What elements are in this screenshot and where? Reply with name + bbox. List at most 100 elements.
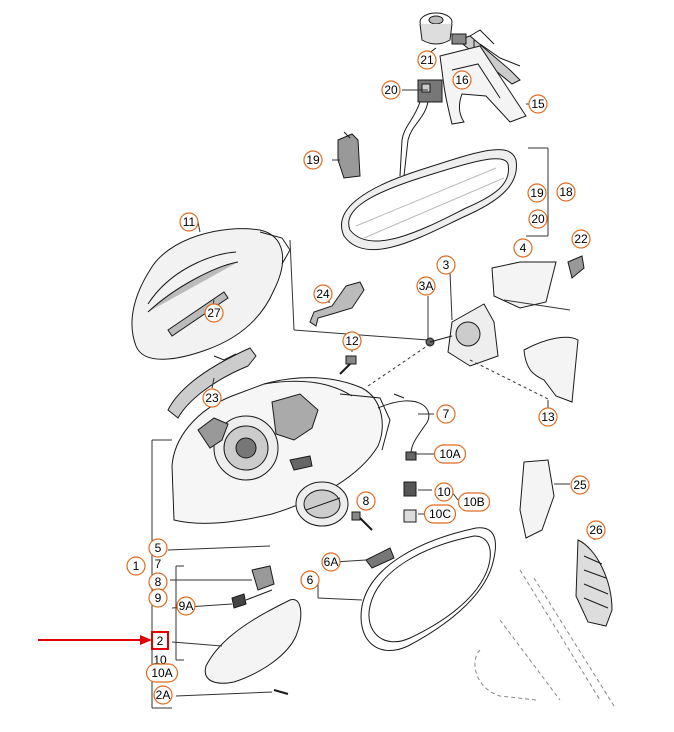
callout-badge xyxy=(528,209,548,229)
callout-c16: 16 xyxy=(452,70,472,90)
line-art xyxy=(131,12,615,709)
part-20-bracket xyxy=(399,79,443,177)
callout-label: 13 xyxy=(541,410,555,424)
callout-badge xyxy=(148,588,168,608)
callout-badge xyxy=(416,276,436,296)
callout-c2A: 2A xyxy=(153,685,173,705)
callout-c8b: 8 xyxy=(148,572,168,592)
callout-c18: 18 xyxy=(556,182,576,202)
part-2-lower-cover xyxy=(204,599,302,695)
callout-badge xyxy=(452,70,472,90)
callout-badge xyxy=(571,229,591,249)
callout-badge xyxy=(433,444,467,464)
part-6-mirror-glass xyxy=(360,527,496,651)
callout-label: 10A xyxy=(151,666,172,680)
callout-c9A: 9A xyxy=(176,596,196,616)
callout-badge xyxy=(436,404,456,424)
callout-label: 19 xyxy=(306,153,320,167)
highlight-box xyxy=(151,631,169,650)
callout-c25: 25 xyxy=(570,475,590,495)
callout-badge xyxy=(313,284,333,304)
callout-label: 18 xyxy=(559,185,573,199)
part-11-mirror-cap xyxy=(131,228,291,360)
callout-c10Ab: 10A xyxy=(145,663,179,683)
callout-badge xyxy=(423,504,457,524)
callout-badge xyxy=(303,150,323,170)
callout-label: 7 xyxy=(443,407,450,421)
callout-label: 10 xyxy=(437,485,451,499)
callout-c10A: 10A xyxy=(433,444,467,464)
callout-label: 27 xyxy=(207,306,221,320)
callout-label: 20 xyxy=(531,212,545,226)
callout-c3: 3 xyxy=(436,255,456,275)
callout-c8a: 8 xyxy=(356,491,376,511)
callout-c27: 27 xyxy=(204,303,224,323)
callout-c19a: 19 xyxy=(303,150,323,170)
part-7-cable xyxy=(377,393,430,523)
callout-c10a: 10 xyxy=(434,482,454,502)
callout-c13: 13 xyxy=(538,407,558,427)
callout-label: 12 xyxy=(345,334,359,348)
callout-c1: 1 xyxy=(126,556,146,576)
callout-label: 22 xyxy=(574,232,588,246)
callout-label: 6 xyxy=(307,573,314,587)
callout-badge xyxy=(528,94,548,114)
callout-c11: 11 xyxy=(179,212,199,232)
part-19-clip xyxy=(337,131,361,179)
callout-c7a: 7 xyxy=(436,404,456,424)
callout-label: 9A xyxy=(179,599,194,613)
callout-c6A: 6A xyxy=(321,552,341,572)
callout-c24: 24 xyxy=(313,284,333,304)
callout-label: 25 xyxy=(573,478,587,492)
callout-badge xyxy=(356,491,376,511)
part-15-cover xyxy=(439,45,527,125)
part-13-trim-panel xyxy=(523,336,579,403)
callout-c7b: 7 xyxy=(155,557,162,571)
callout-badge xyxy=(176,596,196,616)
callout-c10C: 10C xyxy=(423,504,457,524)
callout-badge xyxy=(381,80,401,100)
callout-badge xyxy=(204,303,224,323)
callout-badge xyxy=(586,520,606,540)
callout-badge xyxy=(153,685,173,705)
part-18-rearview-mirror xyxy=(341,149,517,251)
callout-c9: 9 xyxy=(148,588,168,608)
callout-label: 10C xyxy=(429,507,451,521)
callout-label: 23 xyxy=(205,391,219,405)
callout-label: 11 xyxy=(183,215,196,229)
callout-label: 7 xyxy=(155,557,162,571)
callout-c15: 15 xyxy=(528,94,548,114)
callout-label: 24 xyxy=(316,287,330,301)
callout-c2: 2 xyxy=(157,634,164,648)
callout-badge xyxy=(417,50,437,70)
part-9-puddle-lamp xyxy=(231,565,275,609)
callout-label: 4 xyxy=(520,241,527,255)
callout-c20b: 20 xyxy=(528,209,548,229)
callout-label: 15 xyxy=(531,97,545,111)
callout-badge xyxy=(436,255,456,275)
callout-badge xyxy=(570,475,590,495)
callout-label: 19 xyxy=(530,186,544,200)
callout-badge xyxy=(300,570,320,590)
part-12-screw xyxy=(339,355,357,375)
callout-badge xyxy=(202,388,222,408)
part-8-glass-carrier-disc xyxy=(295,481,373,531)
callout-label: 10B xyxy=(463,495,484,509)
part-24-bracket xyxy=(309,281,365,327)
callout-label: 16 xyxy=(455,73,469,87)
callout-badge xyxy=(457,492,491,512)
callout-c23: 23 xyxy=(202,388,222,408)
callout-c3A: 3A xyxy=(416,276,436,296)
callout-label: 2A xyxy=(156,688,171,702)
part-25-cover-strip xyxy=(519,459,555,539)
callout-c5: 5 xyxy=(148,538,168,558)
part-23-trim-arm xyxy=(167,347,257,419)
callout-badge xyxy=(342,331,362,351)
callout-badge xyxy=(538,407,558,427)
door-outline xyxy=(474,569,615,707)
callout-badge xyxy=(434,482,454,502)
callout-c19b: 19 xyxy=(527,183,547,203)
callout-label: 21 xyxy=(420,53,434,67)
